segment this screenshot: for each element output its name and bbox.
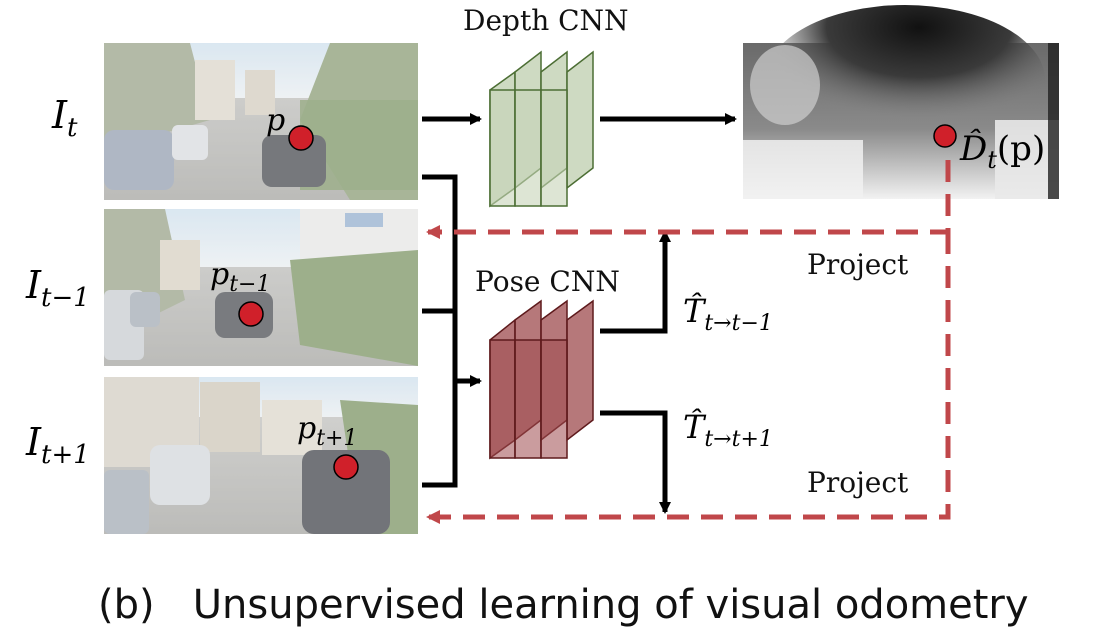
frame-image-current (104, 43, 418, 200)
pose-cnn-stack (489, 299, 594, 460)
projection-paths (426, 160, 951, 524)
label-depth-output: D̂t(p) (959, 128, 1045, 174)
label-project-top: Project (807, 248, 909, 281)
depth-map-image (743, 5, 1059, 199)
label-frame-current: It (51, 93, 78, 143)
figure-caption: (b) Unsupervised learning of visual odom… (98, 582, 1029, 628)
label-frame-previous: It−1 (25, 263, 90, 313)
data-flow-arrows (422, 113, 737, 514)
label-pose-output-next: T̂t→t+1 (683, 408, 773, 452)
label-project-bottom: Project (807, 466, 909, 499)
label-point-next: pt+1 (297, 411, 358, 451)
bracket-images-to-pose-cnn (422, 174, 458, 488)
point-next (333, 454, 359, 480)
point-depth (933, 124, 957, 148)
label-pose-cnn: Pose CNN (475, 265, 620, 298)
label-frame-next: It+1 (25, 420, 90, 470)
point-current (288, 125, 314, 151)
label-depth-cnn: Depth CNN (463, 4, 629, 37)
arrow-pose-out-previous (600, 230, 671, 334)
arrow-pose-out-next (600, 410, 671, 514)
project-path-bottom (426, 232, 951, 524)
image-veil-previous (104, 209, 418, 366)
image-veil-current (104, 43, 418, 200)
label-point-current: p (266, 103, 285, 138)
point-previous (238, 301, 264, 327)
frame-image-next (104, 377, 418, 534)
label-point-previous: pt−1 (210, 257, 271, 297)
image-veil-next (104, 377, 418, 534)
depth-cnn-stack (489, 50, 594, 208)
frame-image-previous (104, 209, 418, 366)
label-pose-output-previous: T̂t→t−1 (683, 292, 773, 336)
